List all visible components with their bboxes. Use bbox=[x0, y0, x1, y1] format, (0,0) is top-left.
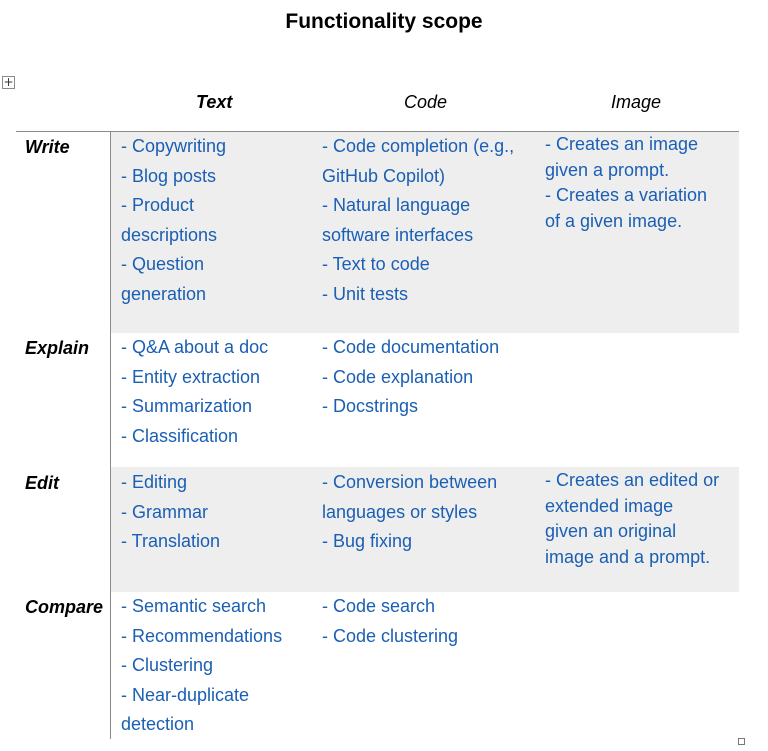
cell-write-text: - Copywriting - Blog posts - Product descri… bbox=[121, 132, 226, 309]
cell-line: - Conversion between bbox=[322, 472, 498, 492]
cell-line: - Creates an image bbox=[545, 134, 699, 154]
cell-line: GitHub Copilot) bbox=[322, 165, 446, 186]
cell-line: - Summarization bbox=[121, 396, 253, 416]
table-left-border bbox=[110, 131, 111, 739]
cell-explain-code: - Code documentation - Code explanation - … bbox=[322, 333, 499, 422]
row-shade-write bbox=[111, 132, 739, 333]
cell-line: - Natural language bbox=[322, 195, 471, 215]
cell-explain-text: - Q&A about a doc - Entity extraction - Su… bbox=[121, 333, 268, 451]
cell-line: generation bbox=[121, 283, 207, 304]
cell-line: - Unit tests bbox=[322, 283, 409, 304]
table-resize-handle[interactable] bbox=[738, 738, 745, 745]
cell-line: - Grammar bbox=[121, 501, 208, 522]
cell-line: - Clustering bbox=[121, 655, 214, 675]
cell-line: - Code explanation bbox=[322, 366, 474, 387]
row-label-compare: Compare bbox=[25, 597, 104, 617]
row-label-edit: Edit bbox=[25, 473, 59, 493]
cell-line: detection bbox=[121, 714, 195, 734]
cell-write-code: - Code completion (e.g., GitHub Copilot) -… bbox=[322, 132, 514, 309]
column-header-text: Text bbox=[196, 92, 233, 112]
cell-line: - Editing bbox=[121, 472, 188, 492]
cell-line: languages or styles bbox=[322, 501, 478, 522]
cell-line: - Semantic search bbox=[121, 596, 267, 616]
cell-line: - Product bbox=[121, 195, 195, 215]
cell-edit-image: - Creates an edited or extended image give… bbox=[545, 468, 719, 570]
cell-line: - Blog posts bbox=[121, 165, 217, 186]
cell-line: - Creates a variation bbox=[545, 185, 708, 205]
cell-line: - Entity extraction bbox=[121, 366, 261, 387]
cell-line: of a given image. bbox=[545, 210, 683, 231]
cell-line: - Code clustering bbox=[322, 625, 459, 646]
cell-line: - Translation bbox=[121, 531, 221, 551]
cell-edit-code: - Conversion between languages or styles -… bbox=[322, 468, 497, 557]
row-label-explain: Explain bbox=[25, 338, 90, 358]
cell-line: - Text to code bbox=[322, 254, 430, 274]
cell-line: given an original bbox=[545, 521, 677, 541]
cell-line: image and a prompt. bbox=[545, 546, 711, 567]
cell-line: - Code search bbox=[322, 596, 436, 616]
cell-line: - Bug fixing bbox=[322, 531, 413, 551]
cell-compare-text: - Semantic search - Recommendations - Clus… bbox=[121, 592, 282, 740]
cell-write-image: - Creates an image given a prompt. - Creat… bbox=[545, 132, 707, 234]
cell-line: - Near-duplicate bbox=[121, 684, 250, 705]
cell-compare-code: - Code search - Code clustering bbox=[322, 592, 458, 651]
cell-line: software interfaces bbox=[322, 224, 474, 245]
cell-line: - Copywriting bbox=[121, 136, 227, 156]
page-title: Functionality scope bbox=[285, 10, 483, 33]
cell-edit-text: - Editing - Grammar - Translation bbox=[121, 468, 220, 557]
cell-line: - Creates an edited or bbox=[545, 470, 720, 490]
cell-line: given a prompt. bbox=[545, 159, 670, 180]
column-header-image: Image bbox=[611, 92, 662, 112]
cell-line: - Recommendations bbox=[121, 625, 283, 646]
table-top-border bbox=[16, 131, 739, 132]
cell-line: extended image bbox=[545, 495, 674, 516]
cell-line: - Question bbox=[121, 254, 205, 274]
cell-line: - Code documentation bbox=[322, 337, 500, 357]
row-shade-edit bbox=[111, 467, 739, 592]
column-header-code: Code bbox=[404, 92, 448, 112]
cell-line: - Q&A about a doc bbox=[121, 337, 269, 357]
table-move-handle-icon[interactable]: + bbox=[2, 75, 15, 89]
cell-line: descriptions bbox=[121, 224, 218, 245]
cell-line: - Docstrings bbox=[322, 396, 419, 416]
row-label-write: Write bbox=[25, 137, 70, 157]
cell-line: - Classification bbox=[121, 425, 239, 446]
cell-line: - Code completion (e.g., bbox=[322, 136, 515, 156]
